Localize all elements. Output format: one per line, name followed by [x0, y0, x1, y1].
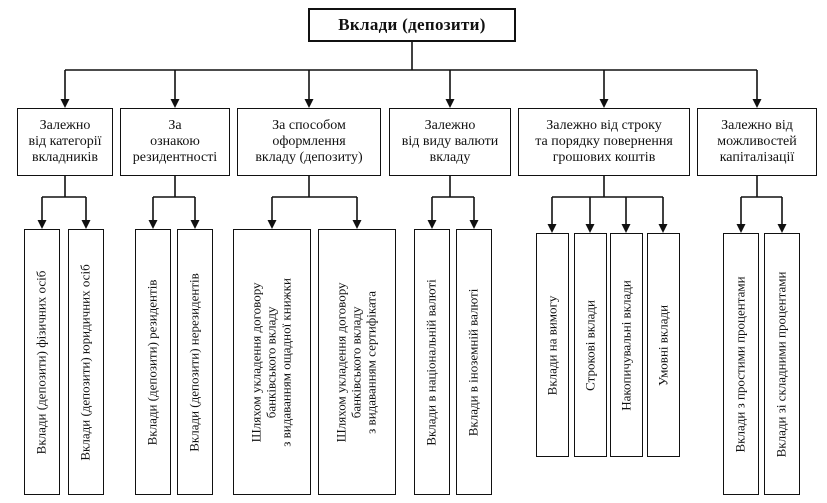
- leaf-label: Строкові вклади: [582, 299, 598, 391]
- category-box-term: Залежно від строку та порядку повернення…: [518, 108, 690, 176]
- leaf-label: Вклади в національній валюті: [423, 278, 439, 446]
- leaf-demand: Вклади на вимогу: [536, 233, 569, 457]
- diagram-title: Вклади (депозити): [338, 15, 486, 35]
- category-label: За ознакою резидентності: [132, 117, 218, 166]
- category-box-registration: За способом оформлення вкладу (депозиту): [237, 108, 381, 176]
- category-label: Залежно від категорії вкладників: [28, 117, 102, 166]
- arrow-head: [81, 220, 91, 229]
- leaf-label: Шляхом укладення договору банківського в…: [333, 282, 379, 442]
- leaf-residents: Вклади (депозити) резидентів: [135, 229, 171, 495]
- leaf-label: Вклади (депозити) фізичних осіб: [33, 270, 49, 454]
- leaf-label: Умовні вклади: [655, 304, 671, 386]
- category-box-capitalization: Залежно від можливостей капіталізації: [697, 108, 817, 176]
- category-label: Залежно від виду валюти вкладу: [401, 117, 499, 166]
- arrow-head: [352, 220, 362, 229]
- leaf-label: Накопичувальні вклади: [618, 279, 634, 411]
- arrow-head: [37, 220, 47, 229]
- leaf-foreign-currency: Вклади в іноземній валюті: [456, 229, 492, 495]
- category-label: Залежно від можливостей капіталізації: [717, 117, 797, 166]
- leaf-label: Вклади з простими процентами: [732, 276, 748, 453]
- arrow-head: [445, 99, 455, 108]
- arrow-head: [658, 224, 668, 233]
- arrow-head: [736, 224, 746, 233]
- leaf-compound-interest: Вклади зі складними процентами: [764, 233, 800, 495]
- category-label: Залежно від строку та порядку повернення…: [535, 117, 673, 166]
- arrow-head: [304, 99, 314, 108]
- leaf-term: Строкові вклади: [574, 233, 607, 457]
- arrow-head: [170, 99, 180, 108]
- leaf-label: Вклади в іноземній валюті: [465, 288, 481, 436]
- arrow-head: [190, 220, 200, 229]
- leaf-label: Шляхом укладення договору банківського в…: [248, 277, 294, 447]
- leaf-nonresidents: Вклади (депозити) нерезидентів: [177, 229, 213, 495]
- arrow-head: [148, 220, 158, 229]
- leaf-simple-interest: Вклади з простими процентами: [723, 233, 759, 495]
- leaf-label: Вклади (депозити) юридичних осіб: [77, 263, 93, 461]
- leaf-individuals: Вклади (депозити) фізичних осіб: [24, 229, 60, 495]
- leaf-conditional: Умовні вклади: [647, 233, 680, 457]
- leaf-accumulative: Накопичувальні вклади: [610, 233, 643, 457]
- leaf-certificate: Шляхом укладення договору банківського в…: [318, 229, 396, 495]
- leaf-national-currency: Вклади в національній валюті: [414, 229, 450, 495]
- root-box: Вклади (депозити): [308, 8, 516, 42]
- arrow-head: [469, 220, 479, 229]
- category-box-depositors: Залежно від категорії вкладників: [17, 108, 113, 176]
- arrow-head: [547, 224, 557, 233]
- arrow-head: [267, 220, 277, 229]
- arrow-head: [427, 220, 437, 229]
- leaf-label: Вклади (депозити) резидентів: [144, 279, 160, 445]
- arrow-head: [585, 224, 595, 233]
- category-box-residency: За ознакою резидентності: [120, 108, 230, 176]
- leaf-label: Вклади (депозити) нерезидентів: [186, 272, 202, 452]
- category-box-currency: Залежно від виду валюти вкладу: [389, 108, 511, 176]
- leaf-savings-book: Шляхом укладення договору банківського в…: [233, 229, 311, 495]
- leaf-legal-entities: Вклади (депозити) юридичних осіб: [68, 229, 104, 495]
- arrow-head: [752, 99, 762, 108]
- leaf-label: Вклади на вимогу: [544, 295, 560, 395]
- arrow-head: [599, 99, 609, 108]
- arrow-head: [60, 99, 70, 108]
- category-label: За способом оформлення вкладу (депозиту): [255, 117, 363, 166]
- arrow-head: [777, 224, 787, 233]
- leaf-label: Вклади зі складними процентами: [773, 271, 789, 457]
- arrow-head: [621, 224, 631, 233]
